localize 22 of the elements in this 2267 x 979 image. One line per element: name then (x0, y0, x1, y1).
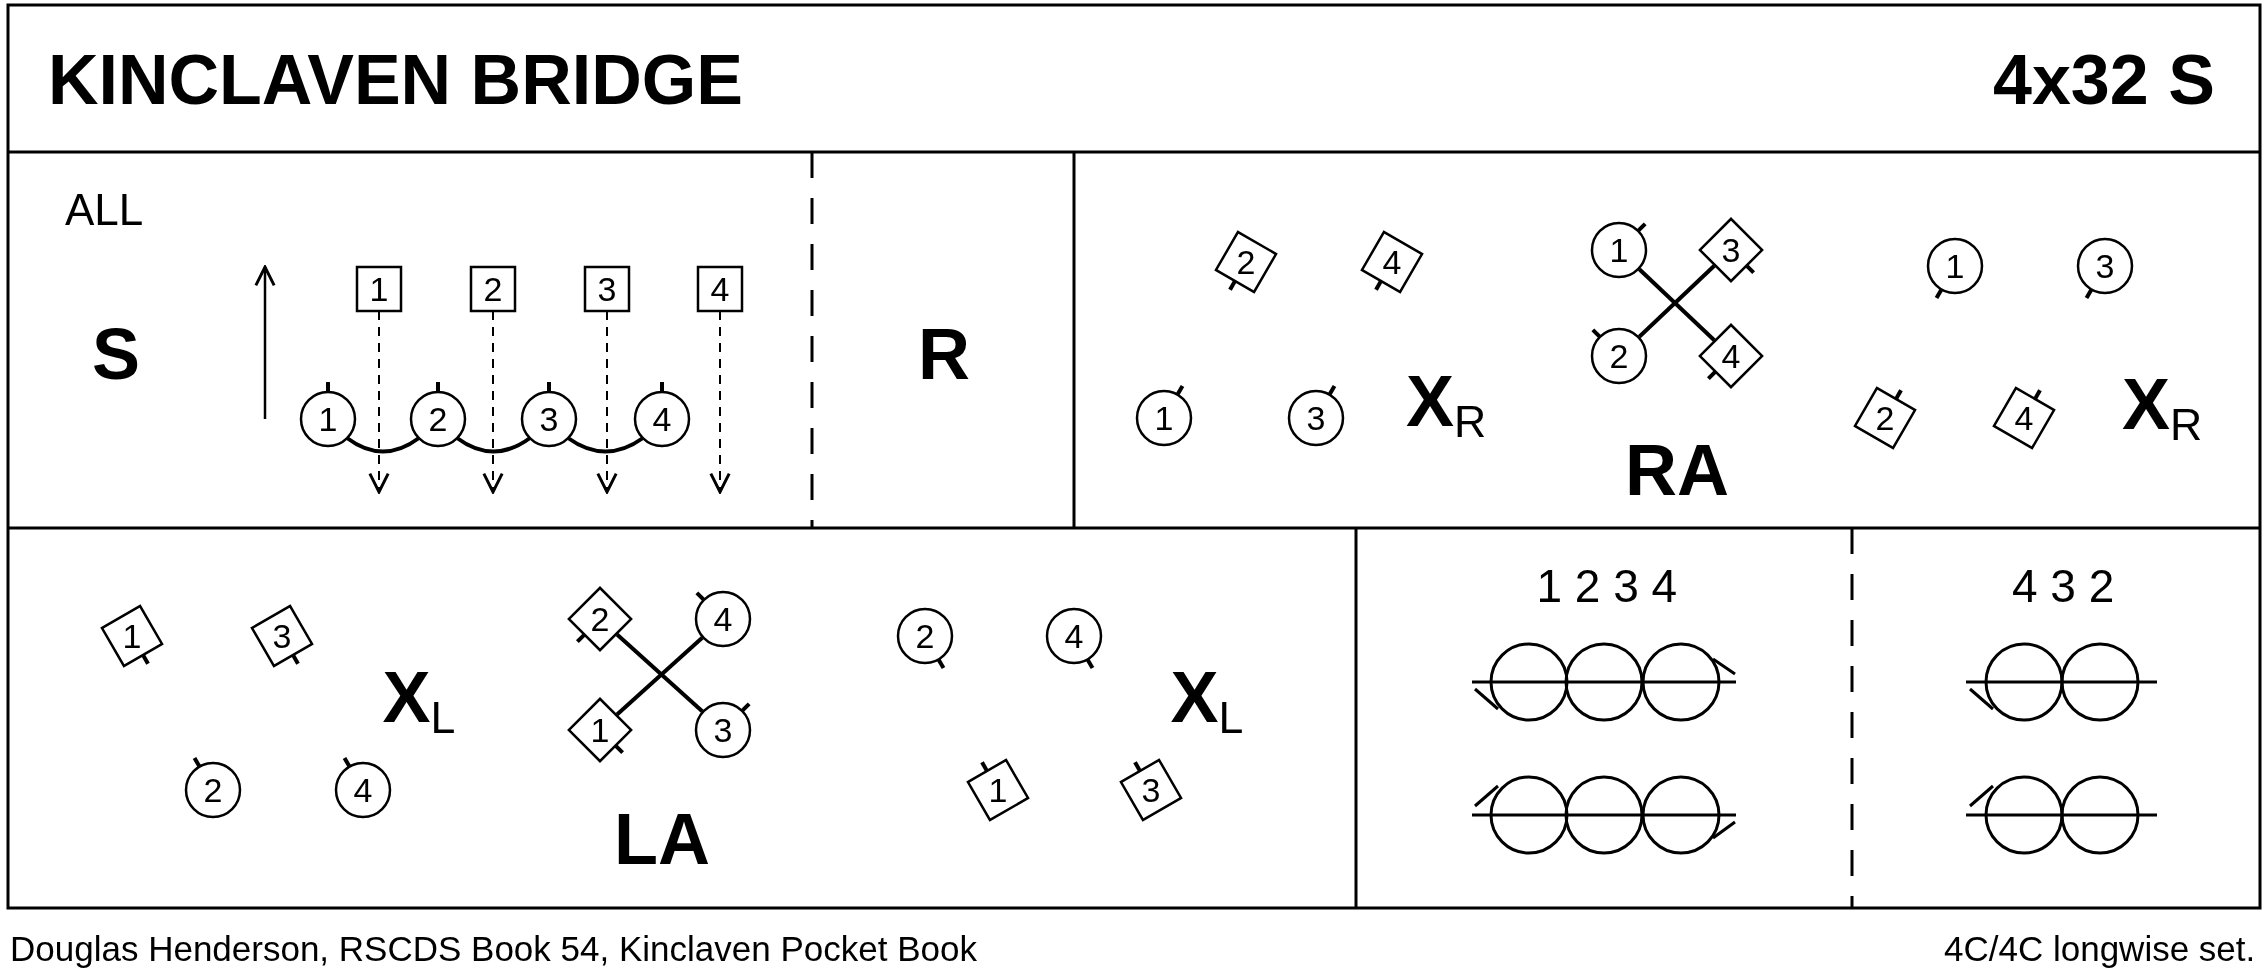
dance-type: 4x32 S (1993, 45, 2215, 115)
title: KINCLAVEN BRIDGE (48, 45, 743, 115)
set-note: 4C/4C longwise set. (1944, 930, 2256, 966)
figure-label: X$_{L}$ (382, 661, 456, 741)
dancer-square: 4 (695, 264, 745, 314)
figure-label: X$_{R}$ (1406, 365, 1487, 445)
dancer-square: 3 (582, 264, 632, 314)
figure-label: LA (614, 803, 710, 875)
figure-label: R (918, 318, 970, 390)
source-note: Douglas Henderson, RSCDS Book 54, Kinclaven Pocket Book (10, 930, 977, 966)
step-label: ALL (65, 188, 144, 232)
figure-label: X$_{R}$ (2122, 368, 2203, 448)
hand-line (345, 436, 421, 454)
figure-label: S (92, 318, 141, 390)
hand-line (566, 436, 645, 454)
hand-line (455, 436, 532, 454)
figure-label: X$_{L}$ (1170, 661, 1244, 741)
figure-label: RA (1625, 434, 1729, 506)
position-numbers: 4 3 2 (2012, 563, 2115, 609)
dancer-square: 2 (468, 264, 518, 314)
position-numbers: 1 2 3 4 (1536, 563, 1678, 609)
dancer-square: 1 (354, 264, 404, 314)
